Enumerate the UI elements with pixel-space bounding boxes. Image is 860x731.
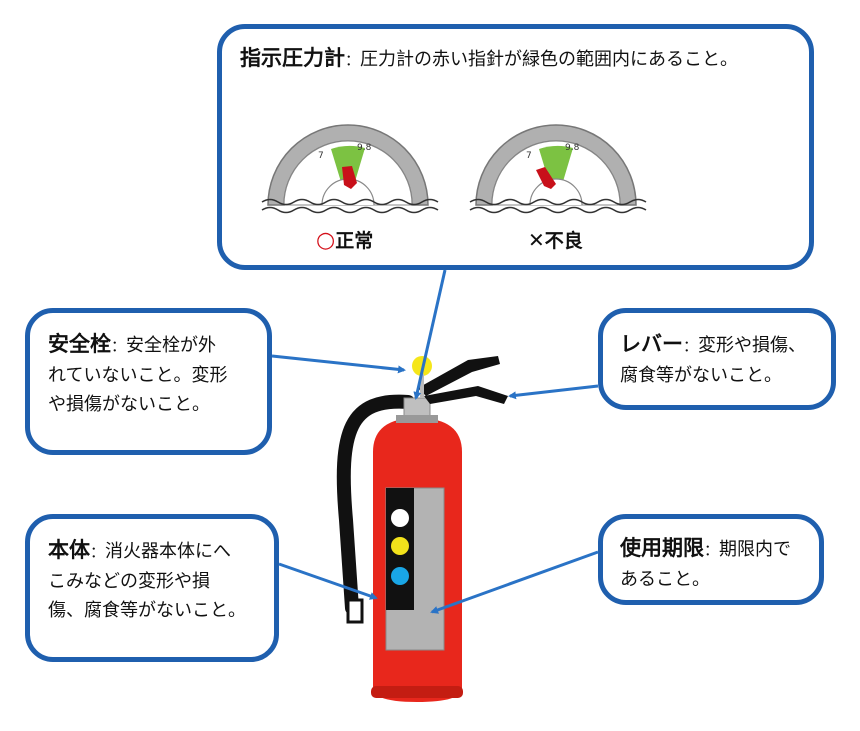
gauge-bad bbox=[469, 124, 647, 214]
safety-pin-callout bbox=[25, 308, 272, 455]
gauge-normal-tick-9-8: 9.8 bbox=[357, 143, 372, 153]
gauge-needle-normal bbox=[342, 166, 357, 189]
arrow-pressure bbox=[413, 269, 447, 400]
lever-callout bbox=[598, 308, 836, 410]
arrow-body bbox=[278, 562, 378, 600]
safety-pin-line3: や損傷がないこと。 bbox=[48, 394, 210, 415]
gauge-bad-tick-7: 7 bbox=[526, 151, 532, 161]
pressure-title: 指示圧力計 bbox=[240, 46, 345, 70]
arrows bbox=[271, 269, 599, 614]
expiry-callout bbox=[598, 514, 824, 605]
lever-line1: 変形や損傷、 bbox=[698, 335, 807, 356]
cross-mark-icon: ✕ bbox=[528, 228, 545, 252]
pressure-separator: ： bbox=[345, 51, 361, 69]
gauge-needle-bad bbox=[536, 167, 556, 189]
expiry-text: 使用期限：期限内で あること。 bbox=[620, 534, 791, 594]
indicator-cyan bbox=[391, 567, 409, 585]
expiry-separator: ： bbox=[704, 541, 720, 559]
circle-mark-icon: ○ bbox=[316, 228, 336, 253]
normal-text: 正常 bbox=[335, 230, 374, 252]
indicator-yellow bbox=[391, 537, 409, 555]
safety-pin-title: 安全栓 bbox=[48, 332, 111, 356]
body-line1: 消火器本体にへ bbox=[105, 541, 232, 562]
fire-extinguisher bbox=[336, 356, 508, 702]
safety-pin-separator: ： bbox=[111, 337, 127, 355]
body-callout bbox=[25, 514, 279, 662]
safety-pin-line2: れていないこと。変形 bbox=[48, 365, 228, 386]
body-line3: 傷、腐食等がないこと。 bbox=[48, 600, 246, 621]
body-text: 本体：消火器本体にへ こみなどの変形や損 傷、腐食等がないこと。 bbox=[48, 536, 246, 625]
bad-text: 不良 bbox=[544, 230, 583, 252]
hose-nozzle bbox=[346, 598, 364, 624]
expiry-line1: 期限内で bbox=[719, 539, 792, 560]
expiry-title: 使用期限 bbox=[620, 536, 704, 560]
lever-text: レバー：変形や損傷、 腐食等がないこと。 bbox=[620, 330, 806, 390]
lever-line2: 腐食等がないこと。 bbox=[620, 365, 782, 386]
indicator-white bbox=[391, 509, 409, 527]
lever-separator: ： bbox=[683, 337, 699, 355]
gauge-normal-label: ○正常 bbox=[316, 226, 373, 253]
gauge-normal-tick-7: 7 bbox=[318, 151, 324, 161]
pressure-line: 指示圧力計：圧力計の赤い指針が緑色の範囲内にあること。 bbox=[240, 44, 738, 75]
expiry-line2: あること。 bbox=[620, 569, 710, 590]
gauge-bad-tick-9-8: 9.8 bbox=[565, 143, 580, 153]
safety-pin-line1: 安全栓が外 bbox=[126, 335, 217, 356]
arrow-safety-pin bbox=[271, 354, 406, 374]
safety-pin-text: 安全栓：安全栓が外 れていないこと。変形 や損傷がないこと。 bbox=[48, 330, 227, 419]
lever-title: レバー bbox=[620, 332, 683, 356]
pressure-description: 圧力計の赤い指針が緑色の範囲内にあること。 bbox=[360, 49, 739, 70]
body-separator: ： bbox=[90, 543, 106, 561]
gauge-bad-label: ✕不良 bbox=[528, 226, 583, 253]
gauge-normal bbox=[261, 124, 439, 214]
arrow-expiry bbox=[430, 550, 599, 614]
body-line2: こみなどの変形や損 bbox=[48, 571, 210, 592]
arrow-lever bbox=[508, 384, 599, 400]
body-title: 本体 bbox=[48, 538, 90, 562]
